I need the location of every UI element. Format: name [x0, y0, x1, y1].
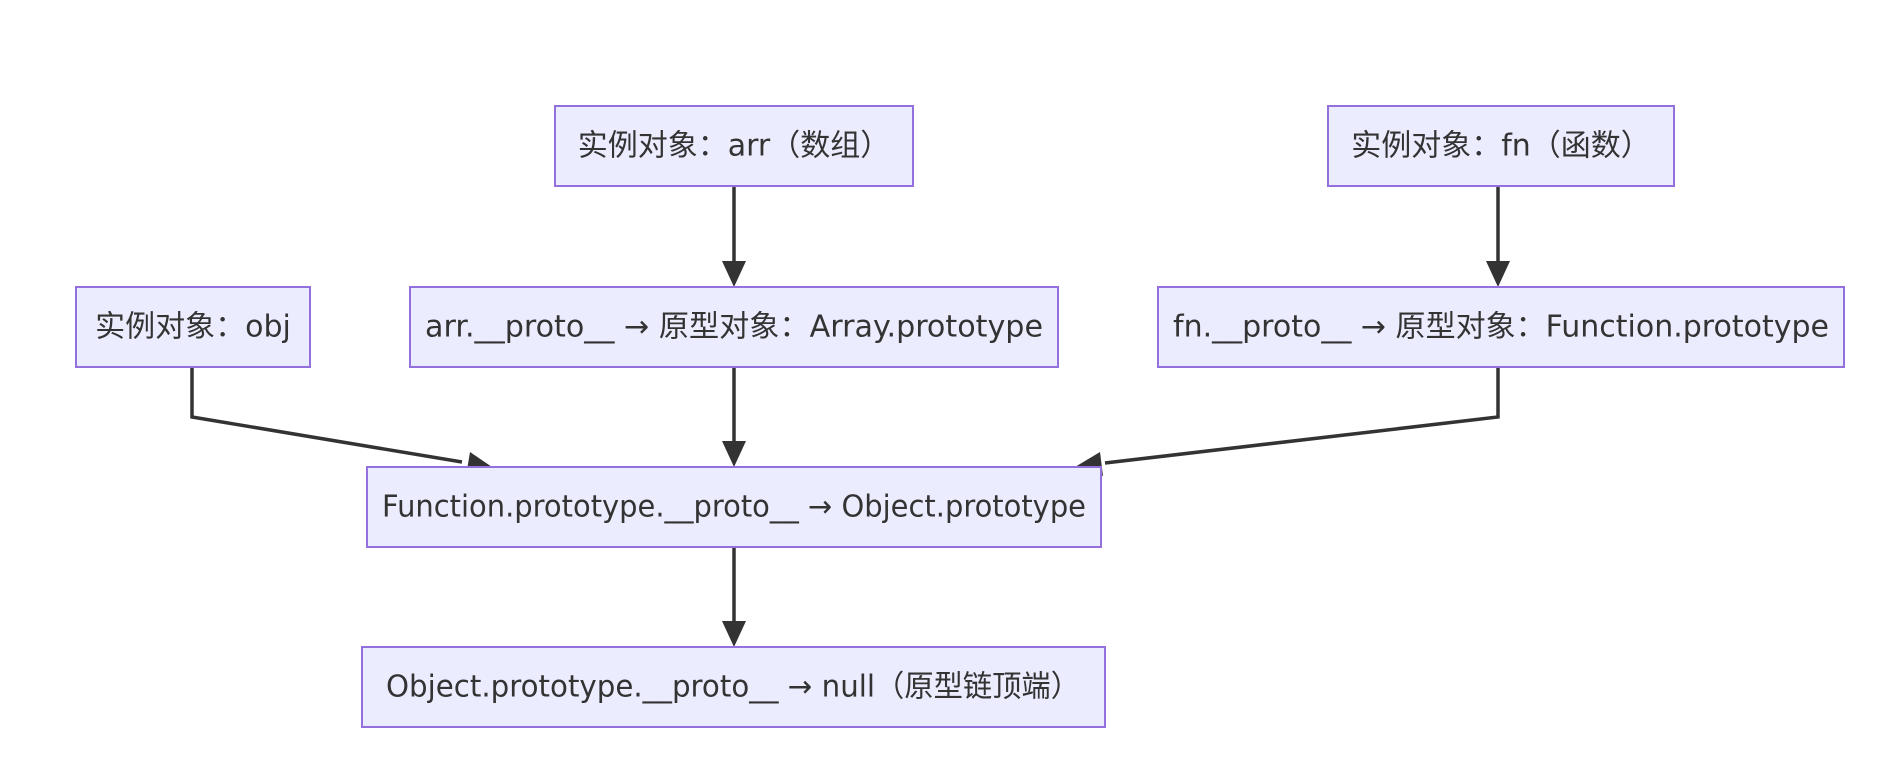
node-object-prototype: Function.prototype.__proto__ → Object.pr… [366, 466, 1102, 548]
node-label-fn-instance: 实例对象：fn（函数） [1351, 129, 1651, 164]
nodes: 实例对象：arr（数组） 实例对象：fn（函数） 实例对象：obj arr.__… [75, 105, 1845, 728]
node-label-arr-instance: 实例对象：arr（数组） [578, 129, 891, 164]
edge-function-prototype-to-object-prototype [1104, 367, 1500, 465]
node-obj-instance: 实例对象：obj [75, 286, 311, 368]
node-label-obj-instance: 实例对象：obj [95, 310, 291, 345]
node-label-null-end: Object.prototype.__proto__ → null（原型链顶端） [386, 670, 1080, 705]
arrowhead-array-prototype-to-object-prototype [722, 441, 746, 467]
arrowhead-object-prototype-to-null [722, 621, 746, 647]
arrowhead-fn-to-function-prototype [1486, 261, 1510, 287]
arrowhead-arr-to-array-prototype [722, 261, 746, 287]
node-array-prototype: arr.__proto__ → 原型对象：Array.prototype [409, 286, 1059, 368]
node-label-object-prototype: Function.prototype.__proto__ → Object.pr… [382, 490, 1086, 525]
edge-obj-to-object-prototype [190, 367, 463, 464]
node-arr-instance: 实例对象：arr（数组） [554, 105, 914, 187]
node-function-prototype: fn.__proto__ → 原型对象：Function.prototype [1157, 286, 1845, 368]
node-label-array-prototype: arr.__proto__ → 原型对象：Array.prototype [425, 310, 1043, 345]
node-null-end: Object.prototype.__proto__ → null（原型链顶端） [361, 646, 1106, 728]
edges [190, 187, 1510, 647]
node-label-function-prototype: fn.__proto__ → 原型对象：Function.prototype [1173, 310, 1829, 345]
node-fn-instance: 实例对象：fn（函数） [1327, 105, 1675, 187]
